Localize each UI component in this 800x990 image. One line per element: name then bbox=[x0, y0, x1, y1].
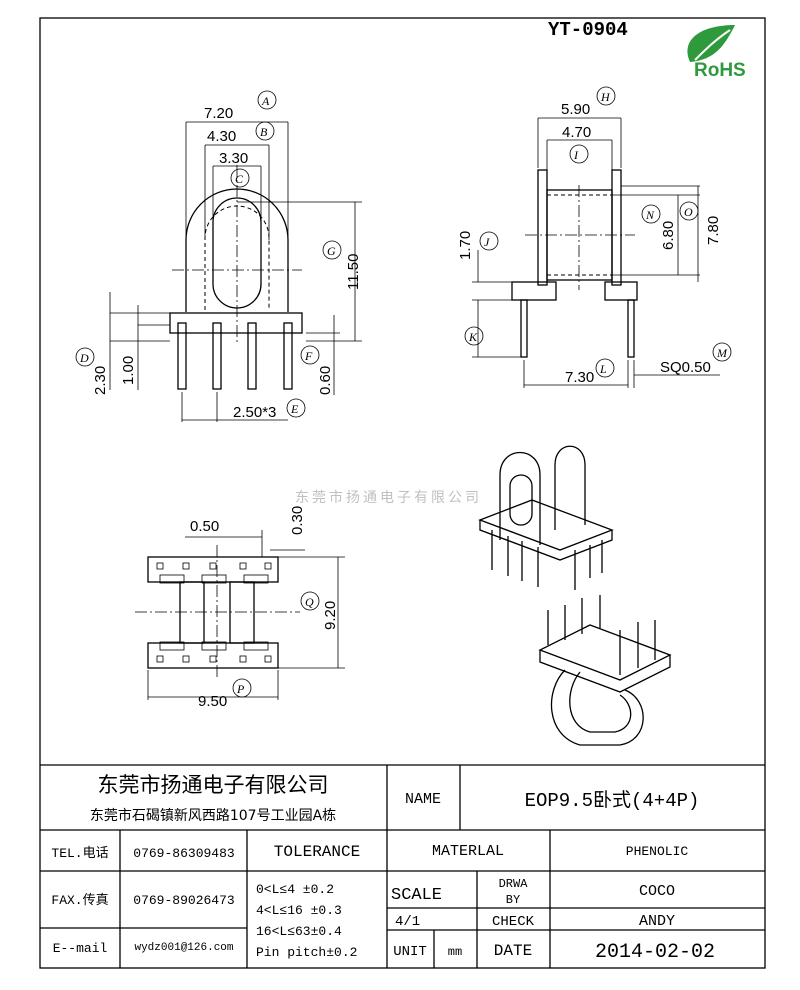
drawing-text: 7.30 bbox=[565, 369, 594, 386]
drawing-number: YT-0904 bbox=[548, 19, 628, 41]
drawing-text: A bbox=[261, 94, 270, 108]
drawing-text: 4<L≤16 ±0.3 bbox=[256, 903, 342, 918]
drawing-text: C bbox=[235, 172, 244, 186]
drawing-text: CHECK bbox=[492, 914, 535, 930]
drawing-text: J bbox=[484, 235, 490, 249]
drawing-text: BY bbox=[506, 893, 520, 907]
drawing-text: 1.70 bbox=[457, 231, 474, 260]
drawing-text: SQ0.50 bbox=[660, 359, 711, 376]
drawing-text: NAME bbox=[405, 791, 441, 808]
drawing-text: Pin pitch±0.2 bbox=[256, 945, 357, 960]
drawing-text: O bbox=[684, 205, 693, 219]
drawing-text: 4/1 bbox=[395, 914, 420, 930]
title-block-text: 东莞市扬通电子有限公司 东莞市石碣镇新风西路107号工业园A栋 NAME EOP… bbox=[51, 773, 715, 964]
front-view: 7.20 A 4.30 B 3.30 C 11.50 G 2.30 D 1.00… bbox=[75, 90, 362, 422]
drawing-text: RoHS bbox=[694, 60, 746, 81]
drawing-text: 11.50 bbox=[345, 254, 362, 290]
drawing-text: TOLERANCE bbox=[274, 843, 360, 861]
drawing-text: B bbox=[260, 125, 268, 139]
side-view: 5.90 H 4.70 I 6.80 N 7.80 O 1.70 J K 7.3… bbox=[457, 86, 732, 388]
title-block bbox=[40, 764, 765, 968]
rohs-logo: RoHS bbox=[687, 25, 746, 81]
drawing-text: 0<L≤4 ±0.2 bbox=[256, 882, 334, 897]
drawing-text: L bbox=[599, 362, 607, 376]
drawing-text: TEL.电话 bbox=[51, 846, 108, 861]
drawing-text: 1.00 bbox=[120, 356, 137, 385]
isometric-view-bottom bbox=[538, 595, 672, 746]
drawing-text: DATE bbox=[494, 942, 532, 960]
drawing-text: 5.90 bbox=[561, 101, 590, 118]
drawing-text: 16<L≤63±0.4 bbox=[256, 924, 342, 939]
drawing-text: Q bbox=[305, 595, 314, 609]
drawing-text: E--mail bbox=[53, 941, 108, 956]
drawing-text: N bbox=[645, 208, 655, 222]
bottom-view: 0.50 9.20 Q 0.30 9.50 P bbox=[135, 506, 345, 710]
company-name: 东莞市扬通电子有限公司 bbox=[98, 773, 329, 797]
date-value: 2014-02-02 bbox=[595, 941, 715, 964]
drawing-text: 0.30 bbox=[289, 506, 306, 535]
isometric-view-top bbox=[478, 445, 614, 590]
drawing-text: UNIT bbox=[393, 944, 427, 960]
drawing-text: 2.30 bbox=[92, 366, 109, 395]
drawing-text: 7.20 bbox=[204, 105, 233, 122]
part-name: EOP9.5卧式(4+4P) bbox=[525, 789, 700, 812]
drawing-text: I bbox=[573, 148, 579, 162]
drawing-text: F bbox=[304, 349, 313, 363]
drawing-text: 4.30 bbox=[207, 128, 236, 145]
drawing-text: G bbox=[327, 244, 336, 258]
drawing-text: 9.20 bbox=[322, 601, 339, 630]
company-address: 东莞市石碣镇新风西路107号工业园A栋 bbox=[90, 807, 336, 824]
drawing-text: 0769-86309483 bbox=[133, 846, 234, 861]
drawing-text: 9.50 bbox=[198, 693, 227, 710]
drawing-text: 7.80 bbox=[705, 216, 722, 245]
drawing-text: 6.80 bbox=[660, 221, 677, 250]
drawing-text: E bbox=[290, 402, 299, 416]
watermark: 东莞市扬通电子有限公司 bbox=[295, 489, 482, 506]
drawing-text: PHENOLIC bbox=[626, 844, 689, 859]
drawing-text: mm bbox=[448, 945, 462, 959]
drawing-text: P bbox=[236, 682, 245, 696]
drawing-text: SCALE bbox=[391, 886, 442, 905]
drawing-text: H bbox=[600, 90, 611, 104]
drawing-text: 0.60 bbox=[317, 366, 334, 395]
drawing-text: M bbox=[716, 346, 728, 360]
drawing-text: K bbox=[468, 330, 478, 344]
drawing-text: 0.50 bbox=[190, 518, 219, 535]
drawing-text: MATERLAL bbox=[432, 843, 504, 860]
drawing-frame bbox=[39, 17, 766, 969]
drawing-text: 4.70 bbox=[562, 124, 591, 141]
drawing-text: 3.30 bbox=[219, 150, 248, 167]
drawing-text: ANDY bbox=[639, 913, 675, 930]
drawing-text: 0769-89026473 bbox=[133, 893, 234, 908]
drawing-text: 2.50*3 bbox=[233, 404, 276, 421]
drawing-text: FAX.传真 bbox=[51, 893, 108, 908]
drawing-text: COCO bbox=[639, 883, 675, 900]
drawing-text: wydz001@126.com bbox=[134, 942, 233, 954]
drawing-text: DRWA bbox=[499, 877, 529, 891]
drawing-text: D bbox=[79, 351, 89, 365]
